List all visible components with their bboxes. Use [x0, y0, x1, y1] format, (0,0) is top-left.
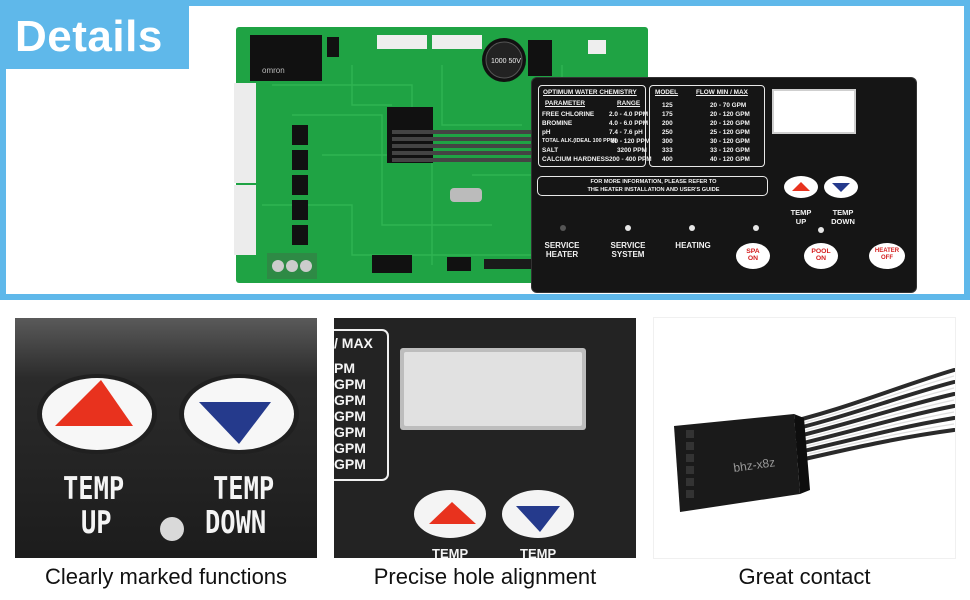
tile1-temp-down-line1: TEMP — [213, 471, 275, 507]
flow-model: 175 — [662, 111, 673, 118]
temp-up-button[interactable] — [784, 176, 818, 198]
spa-on-label: SPA ON — [746, 248, 760, 263]
chemistry-param: SALT — [542, 147, 559, 154]
flow-range-header: FLOW MIN / MAX — [696, 89, 748, 96]
chemistry-range: 3200 PPM — [617, 147, 647, 154]
service-heater-label: SERVICE HEATER — [544, 241, 580, 260]
details-title: Details — [15, 12, 163, 61]
flow-model: 400 — [662, 156, 673, 163]
flow-model: 200 — [662, 120, 673, 127]
tile2-gpm-row: PM — [334, 360, 355, 376]
chemistry-param: BROMINE — [542, 120, 573, 127]
spa-on-button[interactable]: SPA ON — [736, 243, 770, 269]
chemistry-param-header: PARAMETER — [545, 100, 586, 107]
pool-on-label: POOL ON — [811, 248, 831, 263]
info-line-2: THE HEATER INSTALLATION AND USER'S GUIDE — [587, 187, 720, 193]
control-panel-overlay: OPTIMUM WATER CHEMISTRY PARAMETER RANGE … — [532, 78, 916, 292]
caption-hole-alignment: Precise hole alignment — [373, 564, 597, 589]
tile2-gpm-row: GPM — [334, 392, 366, 408]
tile2-temp-label: TEMP — [432, 546, 469, 558]
pool-led — [818, 227, 824, 233]
tile2-gpm-row: GPM — [334, 440, 366, 456]
chemistry-range: 2.0 - 4.0 PPM — [609, 111, 649, 118]
chemistry-range-header: RANGE — [617, 100, 641, 107]
connector-cable-image: bhz-x8z — [654, 318, 955, 558]
connector-marking-text: bhz-x8z — [732, 455, 776, 475]
tile2-header: / MAX — [334, 335, 373, 351]
flow-range: 25 - 120 GPM — [710, 129, 750, 136]
tile1-background — [15, 318, 317, 558]
flow-model: 300 — [662, 138, 673, 145]
temp-up-label: TEMP UP — [790, 208, 812, 226]
flow-range: 20 - 120 GPM — [710, 111, 750, 118]
chemistry-range: 4.0 - 6.0 PPM — [609, 120, 649, 127]
pool-on-button[interactable]: POOL ON — [804, 243, 838, 269]
tile-marked-functions: TEMP UP TEMP DOWN — [15, 318, 317, 558]
down-arrow-icon — [832, 183, 850, 192]
down-arrow-icon — [199, 402, 271, 444]
tile1-temp-up-line1: TEMP — [63, 471, 125, 507]
chemistry-param: pH — [542, 129, 551, 136]
down-arrow-icon — [516, 506, 560, 532]
chemistry-param: CALCIUM HARDNESS — [542, 156, 610, 163]
flow-range: 40 - 120 GPM — [710, 156, 750, 163]
tile2-gpm-row: GPM — [334, 424, 366, 440]
flow-range: 33 - 120 GPM — [710, 147, 750, 154]
tile2-background — [334, 318, 636, 558]
tile2-gpm-row: GPM — [334, 456, 366, 472]
tile2-temp-label: TEMP — [520, 546, 557, 558]
info-box: FOR MORE INFORMATION, PLEASE REFER TO TH… — [537, 176, 768, 196]
service-system-label: SERVICE SYSTEM — [610, 241, 646, 260]
flow-range: 30 - 120 GPM — [710, 138, 750, 145]
flow-model: 250 — [662, 129, 673, 136]
water-chemistry-box: OPTIMUM WATER CHEMISTRY PARAMETER RANGE … — [538, 85, 652, 167]
flow-model: 125 — [662, 102, 673, 109]
tile1-temp-down-line2: DOWN — [205, 505, 267, 541]
temp-down-label: TEMP DOWN — [831, 208, 855, 226]
heating-label: HEATING — [675, 241, 711, 250]
heater-off-label: HEATER OFF — [874, 248, 900, 261]
caption-marked-functions: Clearly marked functions — [44, 564, 288, 589]
heater-off-button[interactable]: HEATER OFF — [869, 243, 905, 269]
chemistry-title: OPTIMUM WATER CHEMISTRY — [543, 89, 637, 96]
tile2-gpm-row: GPM — [334, 376, 366, 392]
chemistry-range: 80 - 120 PPM — [611, 138, 651, 145]
flow-range: 20 - 70 GPM — [710, 102, 747, 109]
flow-model-header: MODEL — [655, 89, 679, 96]
service-system-led — [625, 225, 631, 231]
chemistry-param: TOTAL ALK.(IDEAL 100 PPM) — [542, 138, 617, 144]
flow-range: 20 - 120 GPM — [710, 120, 750, 127]
temp-down-button[interactable] — [824, 176, 858, 198]
tile2-gpm-row: GPM — [334, 408, 366, 424]
tile-great-contact: bhz-x8z — [654, 318, 955, 558]
flow-model: 333 — [662, 147, 673, 154]
lcd-window — [772, 89, 856, 134]
caption-great-contact: Great contact — [738, 564, 871, 589]
info-line-1: FOR MORE INFORMATION, PLEASE REFER TO — [590, 179, 717, 185]
model-flow-box: MODEL FLOW MIN / MAX 125 20 - 70 GPM 175… — [649, 85, 765, 167]
up-arrow-icon — [55, 380, 133, 426]
heating-led — [689, 225, 695, 231]
tile-hole-alignment: / MAX PM GPM GPM GPM GPM GPM GPM TEMP TE… — [334, 318, 636, 558]
chemistry-param: FREE CHLORINE — [542, 111, 595, 118]
up-arrow-icon — [429, 502, 476, 524]
relay-brand-text: omron — [262, 66, 285, 75]
service-heater-led — [560, 225, 566, 231]
capacitor-rating-text: 1000 50V — [491, 58, 521, 65]
spa-led — [753, 225, 759, 231]
up-arrow-icon — [792, 182, 810, 191]
chemistry-range: 200 - 400 PPM — [609, 156, 652, 163]
tile1-temp-up-line2: UP — [81, 505, 112, 541]
details-badge: Details — [6, 6, 189, 69]
chemistry-range: 7.4 - 7.6 pH — [609, 129, 643, 136]
